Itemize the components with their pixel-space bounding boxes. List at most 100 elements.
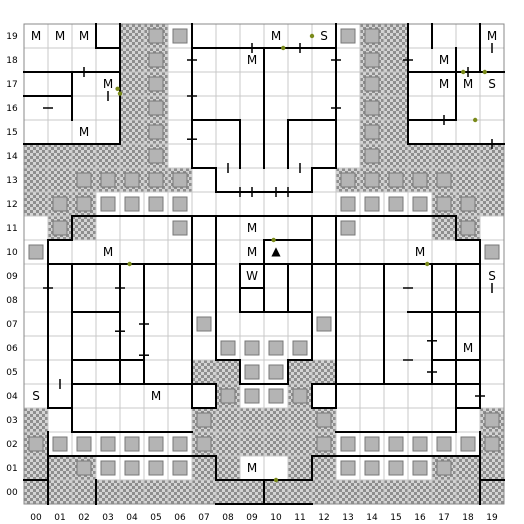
pillar-block	[364, 196, 380, 212]
pillar-block	[76, 460, 92, 476]
door-lock-icon	[127, 261, 132, 267]
pillar-block	[244, 340, 260, 356]
pillar-block	[388, 460, 404, 476]
pillar-block	[172, 220, 188, 236]
pillar-block	[268, 388, 284, 404]
row-label: 04	[6, 392, 18, 402]
marker-label: M	[439, 77, 449, 91]
pillar-block	[148, 460, 164, 476]
marker-label: M	[439, 53, 449, 67]
column-label: 13	[342, 513, 353, 523]
pillar-block	[388, 436, 404, 452]
row-label: 19	[6, 32, 18, 42]
marker-label: M	[151, 389, 161, 403]
marker-label: M	[103, 245, 113, 259]
pillar-layer	[28, 28, 500, 476]
pillar-block	[76, 196, 92, 212]
row-label: 10	[6, 248, 18, 258]
pillar-block	[292, 340, 308, 356]
pillar-block	[460, 220, 476, 236]
pillar-block	[460, 196, 476, 212]
pillar-block	[124, 172, 140, 188]
pillar-block	[100, 436, 116, 452]
column-label: 07	[198, 513, 209, 523]
pillar-block	[148, 172, 164, 188]
pillar-block	[412, 436, 428, 452]
pillar-block	[364, 172, 380, 188]
pillar-block	[340, 460, 356, 476]
pillar-block	[76, 172, 92, 188]
pillar-block	[148, 52, 164, 68]
row-label: 05	[6, 368, 17, 378]
row-label: 18	[6, 56, 18, 66]
pillar-block	[76, 436, 92, 452]
marker-label: M	[31, 29, 41, 43]
pillar-block	[28, 436, 44, 452]
column-label: 09	[246, 513, 258, 523]
pillar-block	[412, 172, 428, 188]
row-label: 15	[6, 128, 17, 138]
column-label: 19	[486, 513, 498, 523]
pillar-block	[100, 460, 116, 476]
door-lock-icon	[309, 33, 315, 39]
column-label: 03	[102, 513, 113, 523]
pillar-block	[220, 388, 236, 404]
pillar-block	[316, 436, 332, 452]
marker-label: M	[247, 221, 257, 235]
pillar-block	[124, 436, 140, 452]
column-label: 18	[462, 513, 474, 523]
pillar-block	[364, 28, 380, 44]
row-label: 17	[6, 80, 17, 90]
pillar-block	[172, 172, 188, 188]
pillar-block	[148, 148, 164, 164]
row-label: 11	[6, 224, 17, 234]
column-label: 14	[366, 513, 378, 523]
door-lock-icon	[482, 69, 487, 75]
row-label: 03	[6, 416, 17, 426]
door-lock-icon	[473, 117, 478, 123]
column-label: 08	[222, 513, 234, 523]
marker-label: S	[488, 269, 496, 283]
pillar-block	[124, 196, 140, 212]
pillar-block	[316, 316, 332, 332]
door-lock-icon	[271, 237, 276, 243]
marker-label: S	[320, 29, 328, 43]
pillar-block	[148, 28, 164, 44]
pillar-block	[436, 172, 452, 188]
pillar-block	[364, 76, 380, 92]
pillar-block	[412, 460, 428, 476]
pillar-block	[340, 196, 356, 212]
pillar-block	[388, 172, 404, 188]
row-label: 06	[6, 344, 18, 354]
row-label: 13	[6, 176, 17, 186]
column-label: 10	[270, 513, 282, 523]
pillar-block	[412, 196, 428, 212]
pillar-block	[268, 340, 284, 356]
pillar-block	[364, 460, 380, 476]
pillar-block	[316, 412, 332, 428]
rock-area	[312, 360, 336, 384]
row-label: 12	[6, 200, 17, 210]
pillar-block	[460, 436, 476, 452]
marker-label: M	[487, 29, 497, 43]
pillar-block	[244, 364, 260, 380]
pillar-block	[52, 436, 68, 452]
pillar-block	[364, 148, 380, 164]
pillar-block	[148, 76, 164, 92]
marker-label: M	[55, 29, 65, 43]
row-label: 07	[6, 320, 17, 330]
wall-layer	[23, 23, 505, 505]
pillar-block	[292, 388, 308, 404]
row-label: 02	[6, 440, 17, 450]
marker-label: S	[488, 77, 496, 91]
row-label: 16	[6, 104, 18, 114]
pillar-block	[340, 172, 356, 188]
pillar-block	[436, 460, 452, 476]
marker-label: M	[247, 53, 257, 67]
pillar-block	[364, 436, 380, 452]
pillar-block	[172, 196, 188, 212]
marker-label: W	[246, 269, 258, 283]
